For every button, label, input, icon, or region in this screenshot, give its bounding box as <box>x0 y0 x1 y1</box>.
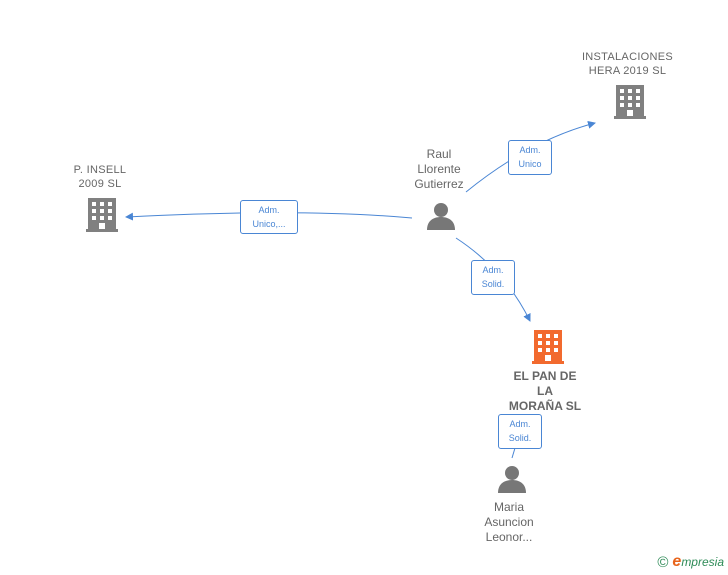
company-name-line: MORAÑA SL <box>508 399 582 413</box>
building-icon-highlighted[interactable] <box>532 330 564 364</box>
person-name-line: Leonor... <box>485 530 533 544</box>
person-name-line: Gutierrez <box>414 177 464 191</box>
edge-role-line: Adm. <box>258 205 280 215</box>
edge-label-raul-instalaciones[interactable]: Adm. Unico <box>508 140 552 175</box>
edge-label-raul-insell[interactable]: Adm. Unico,... <box>240 200 298 234</box>
edge-role-line: Unico,... <box>252 219 286 229</box>
company-label-insell[interactable]: P. INSELL 2009 SL <box>55 163 145 191</box>
building-icon[interactable] <box>614 85 646 119</box>
company-label-pan[interactable]: EL PAN DE LA MORAÑA SL <box>495 369 595 414</box>
edge-role-line: Unico <box>518 159 542 169</box>
edge-role-line: Solid. <box>481 279 505 289</box>
company-name-line: 2009 SL <box>78 178 122 190</box>
edge-label-maria-pan[interactable]: Adm. Solid. <box>498 414 542 449</box>
edge-role-line: Solid. <box>508 433 532 443</box>
person-icon[interactable] <box>426 202 456 230</box>
company-name-line: LA <box>537 384 553 398</box>
edge-role-line: Adm. <box>519 145 541 155</box>
company-name-line: HERA 2019 SL <box>588 65 667 77</box>
brand-logo-initial: e <box>672 553 682 570</box>
empresia-brand[interactable]: © e mpresia <box>657 553 724 571</box>
edge-maria-pan <box>511 447 516 459</box>
brand-logo-text: mpresia <box>681 555 724 569</box>
person-label-raul[interactable]: Raul Llorente Gutierrez <box>398 147 480 192</box>
company-name-line: INSTALACIONES <box>581 51 674 63</box>
person-label-maria[interactable]: Maria Asuncion Leonor... <box>469 500 549 545</box>
person-name-line: Asuncion <box>484 515 534 529</box>
building-icon[interactable] <box>86 198 118 232</box>
edge-role-line: Adm. <box>482 265 504 275</box>
copyright-symbol: © <box>657 553 669 571</box>
company-label-instalaciones[interactable]: INSTALACIONES HERA 2019 SL <box>570 50 685 78</box>
person-name-line: Maria <box>493 500 524 514</box>
edge-label-raul-pan[interactable]: Adm. Solid. <box>471 260 515 295</box>
company-name-line: P. INSELL <box>73 164 127 176</box>
company-name-line: EL PAN DE <box>513 369 577 383</box>
edge-role-line: Adm. <box>509 419 531 429</box>
person-icon[interactable] <box>497 465 527 493</box>
person-name-line: Llorente <box>417 162 461 176</box>
person-name-line: Raul <box>426 147 452 161</box>
